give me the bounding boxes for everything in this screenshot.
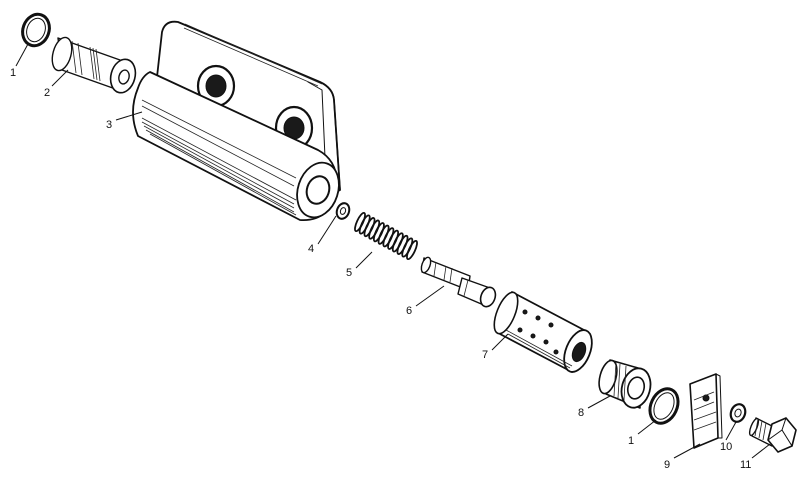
callout-1-bottom: 1 [628, 435, 634, 447]
callout-5: 5 [346, 267, 352, 279]
o-ring-top [21, 12, 51, 48]
plug [51, 36, 137, 94]
callout-8: 8 [578, 407, 584, 419]
bolt [748, 417, 797, 453]
washer [335, 202, 351, 220]
plunger [420, 256, 497, 308]
callout-6: 6 [406, 305, 412, 317]
callout-4: 4 [308, 243, 314, 255]
leader-lines [15, 43, 771, 459]
end-cap [598, 359, 652, 409]
callout-1-top: 1 [10, 67, 16, 79]
lock-plate [689, 373, 723, 449]
spring [354, 211, 418, 261]
callout-2: 2 [44, 87, 50, 99]
sleeve [493, 291, 593, 373]
lock-washer [729, 403, 747, 423]
callout-3: 3 [106, 119, 112, 131]
callout-10: 10 [720, 441, 732, 453]
callout-7: 7 [482, 349, 488, 361]
valve-body [132, 20, 341, 221]
callout-11: 11 [740, 459, 751, 471]
o-ring-bottom [648, 387, 680, 425]
callout-9: 9 [664, 459, 670, 471]
callout-labels: 1 2 3 4 5 6 7 8 1 9 10 11 [10, 67, 751, 471]
spring-coil [406, 239, 418, 261]
